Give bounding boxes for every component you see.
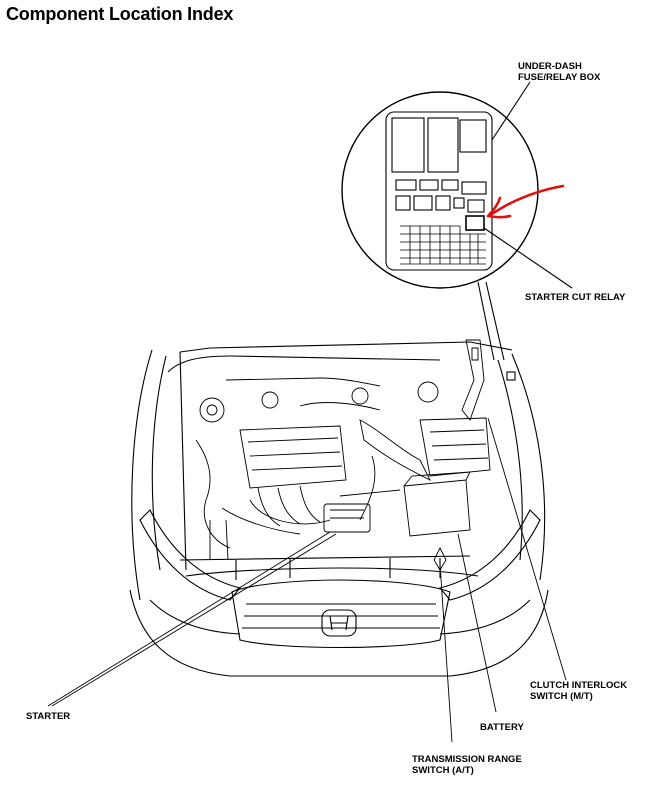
trans-leader [439,563,453,743]
label-battery: BATTERY [480,722,524,733]
clutch-leader [487,417,567,681]
label-trans-line2: SWITCH (A/T) [412,765,474,776]
engine-bay [195,339,491,571]
page-title: Component Location Index [6,4,234,24]
label-clutch-line1: CLUTCH INTERLOCK [530,680,627,691]
car-front-illustration [129,341,549,677]
label-clutch-line2: SWITCH (M/T) [530,691,593,702]
label-starter: STARTER [26,711,70,722]
label-under-dash-line2: FUSE/RELAY BOX [518,72,601,83]
label-trans-line1: TRANSMISSION RANGE [412,754,522,765]
label-starter-cut-relay: STARTER CUT RELAY [525,292,626,303]
fuse-box-inset [341,81,573,381]
label-under-dash-line1: UNDER-DASH [518,61,582,72]
starter-cut-relay-box [465,215,485,231]
red-annotation-arrow [486,184,565,219]
battery-leader [457,533,497,713]
starter-leader [47,531,331,707]
